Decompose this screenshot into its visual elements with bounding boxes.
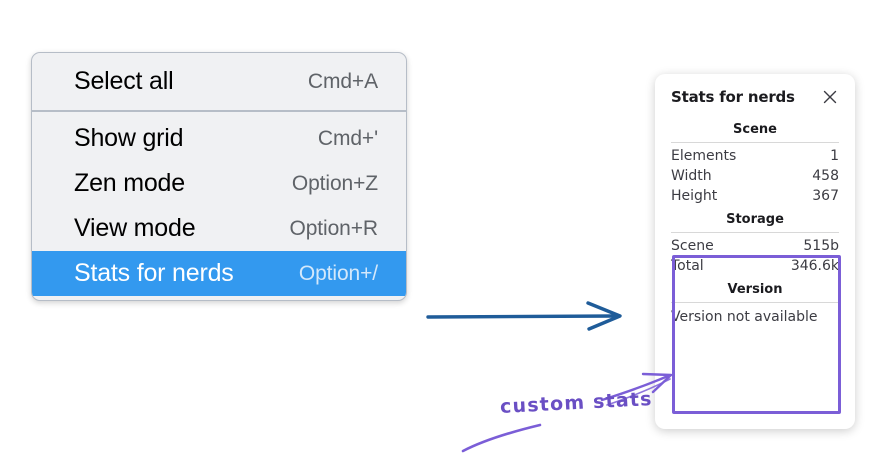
stats-section-storage: Storage Scene 515b Total 346.6k xyxy=(671,206,839,276)
stats-row: Elements 1 xyxy=(671,146,839,166)
section-title: Version xyxy=(727,282,783,297)
stats-row-key: Elements xyxy=(671,148,737,164)
menu-item-shortcut: Cmd+A xyxy=(307,69,378,93)
stats-for-nerds-panel: Stats for nerds Scene Elements 1 Width 4… xyxy=(655,74,855,429)
stats-panel-header: Stats for nerds xyxy=(671,88,839,106)
stats-row: Scene 515b xyxy=(671,236,839,256)
menu-item-shortcut: Option+Z xyxy=(291,171,378,195)
section-divider xyxy=(671,232,839,233)
section-divider xyxy=(671,142,839,143)
close-icon[interactable] xyxy=(821,88,839,106)
stats-panel-title: Stats for nerds xyxy=(671,88,795,106)
stats-row-value: 367 xyxy=(812,188,839,204)
section-title: Scene xyxy=(733,122,777,137)
menu-group-1: Select all Cmd+A xyxy=(32,53,406,110)
stats-row-key: Scene xyxy=(671,238,714,254)
stats-row-value: 458 xyxy=(812,168,839,184)
menu-item-shortcut: Cmd+' xyxy=(317,126,378,150)
menu-item-select-all[interactable]: Select all Cmd+A xyxy=(32,59,406,104)
menu-group-2: Show grid Cmd+' Zen mode Option+Z View m… xyxy=(32,112,406,300)
section-divider xyxy=(671,302,839,303)
stats-row-value: 515b xyxy=(803,238,839,254)
stats-row: Height 367 xyxy=(671,186,839,206)
stats-row-value: 1 xyxy=(830,148,839,164)
stats-row: Width 458 xyxy=(671,166,839,186)
stats-row-value: 346.6k xyxy=(790,258,839,274)
menu-item-show-grid[interactable]: Show grid Cmd+' xyxy=(32,116,406,161)
menu-item-view-mode[interactable]: View mode Option+R xyxy=(32,206,406,251)
blue-arrow-menu-to-panel xyxy=(426,301,622,331)
custom-stats-annotation-label: custom stats xyxy=(499,388,654,418)
menu-item-shortcut: Option+R xyxy=(289,216,378,240)
menu-item-stats-for-nerds[interactable]: Stats for nerds Option+/ xyxy=(32,251,406,296)
menu-item-label: Show grid xyxy=(74,124,184,152)
menu-item-label: Select all xyxy=(74,67,174,95)
context-menu[interactable]: Select all Cmd+A Show grid Cmd+' Zen mod… xyxy=(31,52,407,301)
purple-underline-stroke xyxy=(461,423,542,453)
stats-row-key: Width xyxy=(671,168,712,184)
menu-separator xyxy=(32,110,406,112)
stats-row: Total 346.6k xyxy=(671,256,839,276)
menu-item-label: Zen mode xyxy=(74,169,185,197)
menu-item-label: View mode xyxy=(74,214,196,242)
menu-item-zen-mode[interactable]: Zen mode Option+Z xyxy=(32,161,406,206)
stats-section-scene: Scene Elements 1 Width 458 Height 367 xyxy=(671,116,839,206)
menu-item-shortcut: Option+/ xyxy=(298,261,378,285)
version-note: Version not available xyxy=(671,309,818,325)
stats-section-version: Version Version not available xyxy=(671,276,839,325)
stats-row-key: Height xyxy=(671,188,718,204)
section-title: Storage xyxy=(726,212,784,227)
stats-row-key: Total xyxy=(671,258,704,274)
menu-item-label: Stats for nerds xyxy=(74,259,234,287)
